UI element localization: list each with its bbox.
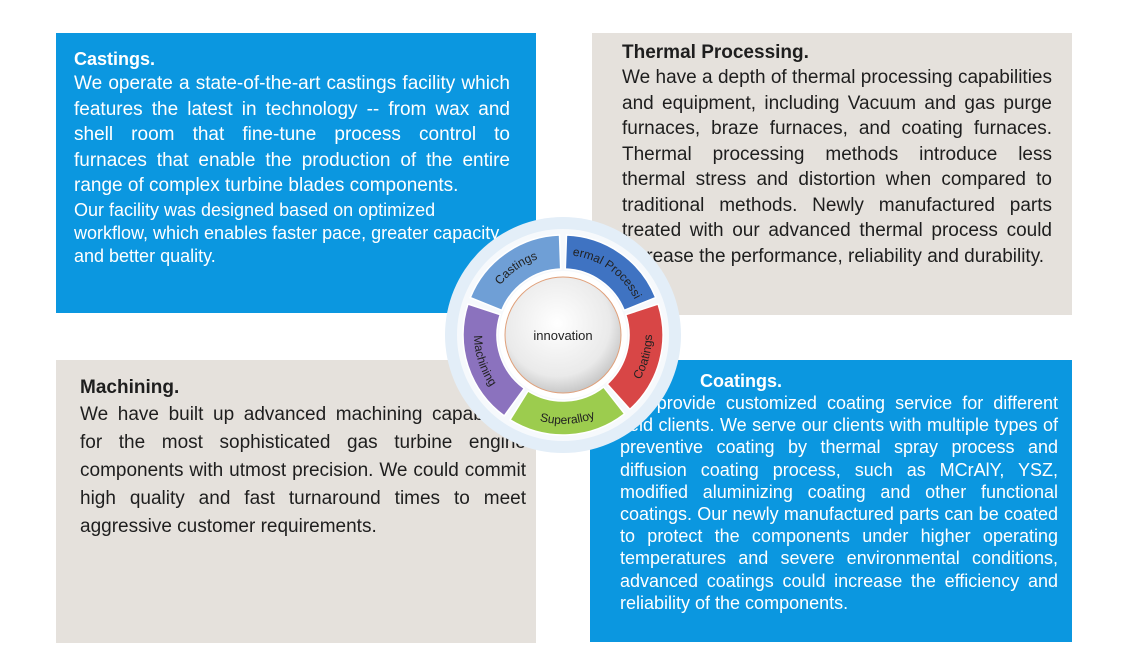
castings-title: Castings. xyxy=(74,49,156,69)
machining-body: We have built up advanced machining capa… xyxy=(80,404,526,537)
wheel-segment-superalloy xyxy=(508,385,626,436)
innovation-wheel: CastingsThermal ProcessingCoatingsSupera… xyxy=(444,216,682,454)
wheel-segment-thermal-processing xyxy=(564,234,657,312)
thermal-processing-title: Thermal Processing. xyxy=(622,42,809,63)
wheel-label-superalloy: Superalloy xyxy=(539,408,597,427)
wheel-center xyxy=(504,276,622,394)
machining-panel: Machining. We have built up advanced mac… xyxy=(56,360,536,643)
thermal-processing-panel: Thermal Processing. We have a depth of t… xyxy=(592,33,1072,315)
machining-title: Machining. xyxy=(80,377,180,398)
coatings-panel: Coatings. We provide customized coating … xyxy=(590,360,1072,642)
castings-panel: Castings. We operate a state-of-the-art … xyxy=(56,33,536,313)
castings-body-2: Our facility was designed based on optim… xyxy=(74,199,500,266)
coatings-title: Coatings. xyxy=(700,371,783,391)
innovation-wheel-graphic: CastingsThermal ProcessingCoatingsSupera… xyxy=(444,216,681,453)
wheel-segment-castings xyxy=(469,234,562,312)
wheel-segment-coatings xyxy=(606,303,664,411)
wheel-center-label: innovation xyxy=(533,328,592,343)
coatings-body: We provide customized coating service fo… xyxy=(620,393,1058,613)
castings-body-1: We operate a state-of-the-art castings f… xyxy=(74,73,510,196)
thermal-processing-body: We have a depth of thermal processing ca… xyxy=(622,67,1052,267)
wheel-segment-machining xyxy=(462,303,526,417)
